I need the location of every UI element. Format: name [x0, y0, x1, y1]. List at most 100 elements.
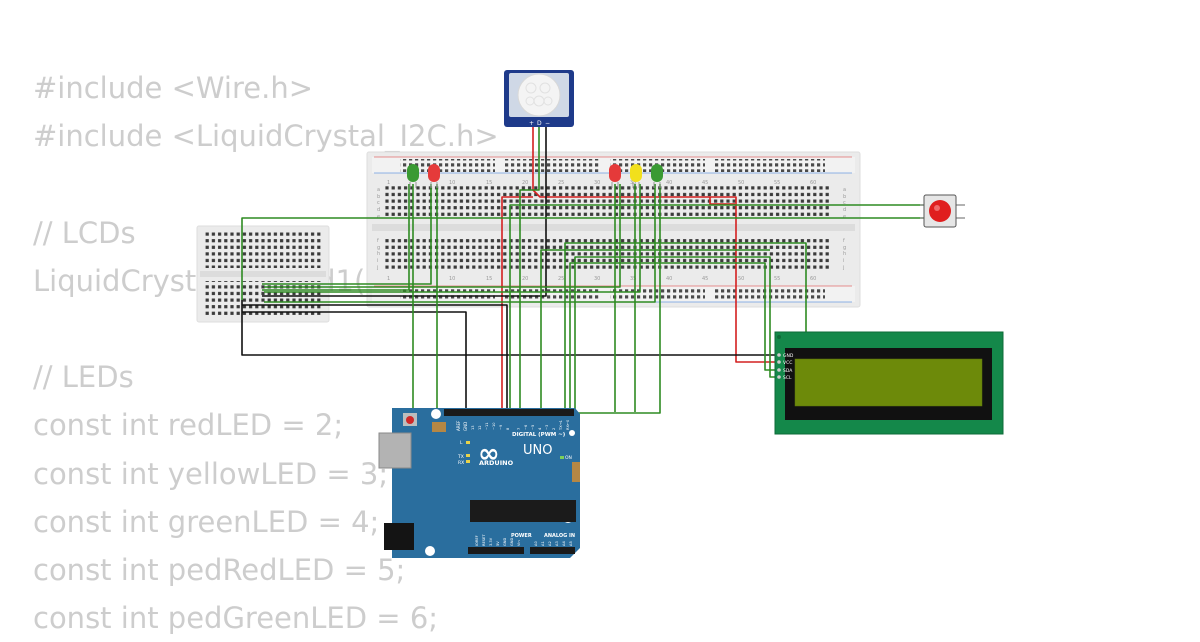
column-number: 60	[810, 180, 816, 186]
analog-pin-labels: A0 A1 A2 A3 A4 A5	[534, 541, 573, 546]
pin-label: 12	[478, 425, 482, 430]
power-header-label: POWER	[511, 533, 532, 539]
column-number: 30	[594, 180, 600, 186]
code-line: #include <LiquidCrystal_I2C.h>	[33, 119, 499, 154]
row-letter: j	[376, 265, 378, 271]
pin-label: A3	[555, 541, 559, 546]
arduino-uno: ∞ ARDUINO UNO DIGITAL (PWM ~) POWER ANAL…	[378, 408, 580, 558]
lcd-pin-label: SDA	[783, 368, 793, 374]
digital-pin-labels: 13 12 ~11 ~10 ~9 8 7 ~6 ~5 4 ~3 2 TX→1 R…	[471, 419, 570, 431]
wire-green	[578, 184, 661, 414]
pin-label: RX←0	[566, 419, 570, 430]
breadboard-column-numbers-bottom: 1 10 15 20 25 30 35 40 45 50 55 60	[387, 276, 816, 282]
column-number: 10	[449, 180, 455, 186]
analog-pin-header	[530, 547, 575, 554]
row-letter: i	[377, 258, 378, 264]
pin-label: ~11	[485, 422, 489, 430]
column-number: 1	[387, 276, 390, 282]
lcd-display: GND VCC SDA SCL	[774, 331, 1004, 435]
digital-header	[444, 409, 574, 416]
column-number: 25	[558, 276, 564, 282]
row-letter: f	[377, 238, 379, 244]
on-led-label: ON	[565, 455, 572, 461]
power-pin-header	[468, 547, 524, 554]
row-letter: b	[843, 194, 846, 200]
wire-green	[574, 256, 780, 550]
analog-header-label: ANALOG IN	[544, 533, 575, 539]
column-number: 55	[774, 180, 780, 186]
wire-green	[519, 127, 540, 550]
arduino-model: UNO	[523, 443, 552, 458]
pir-sensor: + D −	[504, 70, 574, 127]
wire-green	[264, 184, 656, 303]
column-number: 20	[522, 276, 528, 282]
led-green	[407, 164, 419, 188]
column-number: 40	[666, 180, 672, 186]
pir-pin-label: +	[529, 120, 534, 127]
pin-label: ~10	[492, 422, 496, 430]
wire-green	[262, 184, 410, 291]
row-letter: b	[377, 194, 380, 200]
row-letter: h	[843, 251, 846, 257]
code-line: const int greenLED = 4;	[33, 504, 380, 539]
led-green	[651, 164, 663, 188]
pin-label: 4	[538, 427, 542, 430]
column-number: 45	[702, 180, 708, 186]
pin-label: 5V	[496, 541, 500, 546]
power-pin-labels: IOREF RESET 3.3V 5V GND GND Vin	[475, 534, 521, 546]
row-letter: e	[843, 214, 846, 220]
pin-label: Vin	[517, 540, 521, 546]
pin-label: ~5	[531, 425, 535, 430]
column-number: 25	[558, 180, 564, 186]
breadboard-row-letters-right: a b c d e f g h i j	[842, 187, 846, 271]
row-letter: f	[843, 238, 845, 244]
rx-label: RX	[458, 460, 464, 466]
row-letter: g	[377, 245, 380, 251]
pin-label: A0	[534, 541, 538, 546]
wire-green	[509, 204, 926, 412]
code-line: #include <Wire.h>	[33, 71, 314, 105]
pin-label: IOREF	[475, 535, 479, 546]
code-line: // LCDs	[33, 215, 136, 250]
row-letter: d	[377, 207, 380, 213]
pin-label: 8	[506, 427, 510, 430]
breadboard-row-letters-left: a b c d e f g h i j	[376, 187, 380, 271]
row-letter: e	[377, 214, 380, 220]
pin-label: 2	[552, 428, 556, 430]
lcd-pin-label: GND	[783, 353, 794, 359]
pin-label: A2	[548, 541, 552, 546]
digital-header-label: DIGITAL (PWM ~)	[512, 432, 566, 438]
column-number: 15	[486, 180, 492, 186]
power-jack	[384, 523, 414, 550]
tx-label: TX	[457, 454, 464, 460]
row-letter: i	[843, 258, 844, 264]
wire-black	[262, 127, 547, 297]
lcd-pin-header: GND VCC SDA SCL	[777, 353, 794, 381]
usb-port	[378, 432, 412, 469]
pin-label: A1	[541, 541, 545, 546]
sketch-code-background: #include <Wire.h> #include <LiquidCrystal…	[33, 64, 499, 642]
column-number: 10	[449, 276, 455, 282]
arduino-brand: ARDUINO	[479, 459, 514, 467]
led-red	[428, 164, 440, 188]
leds	[407, 164, 663, 188]
pin-label: ~9	[499, 424, 503, 430]
row-letter: a	[843, 187, 846, 193]
column-number: 35	[630, 276, 636, 282]
column-number: 45	[702, 276, 708, 282]
led-yellow	[630, 164, 642, 188]
pin-label: RESET	[482, 534, 486, 546]
column-number: 50	[738, 276, 744, 282]
pin-label: A5	[569, 541, 573, 546]
pir-pin-label: D	[537, 120, 542, 127]
wire-green	[540, 249, 770, 412]
wire-green	[264, 184, 641, 293]
column-number: 55	[774, 276, 780, 282]
row-letter: c	[377, 200, 380, 206]
pir-pin-label: −	[545, 120, 550, 127]
lcd-pin-label: VCC	[783, 360, 792, 366]
l-led-label: L	[460, 440, 463, 446]
pin-label: GND	[503, 538, 507, 546]
mini-breadboard	[196, 225, 330, 323]
